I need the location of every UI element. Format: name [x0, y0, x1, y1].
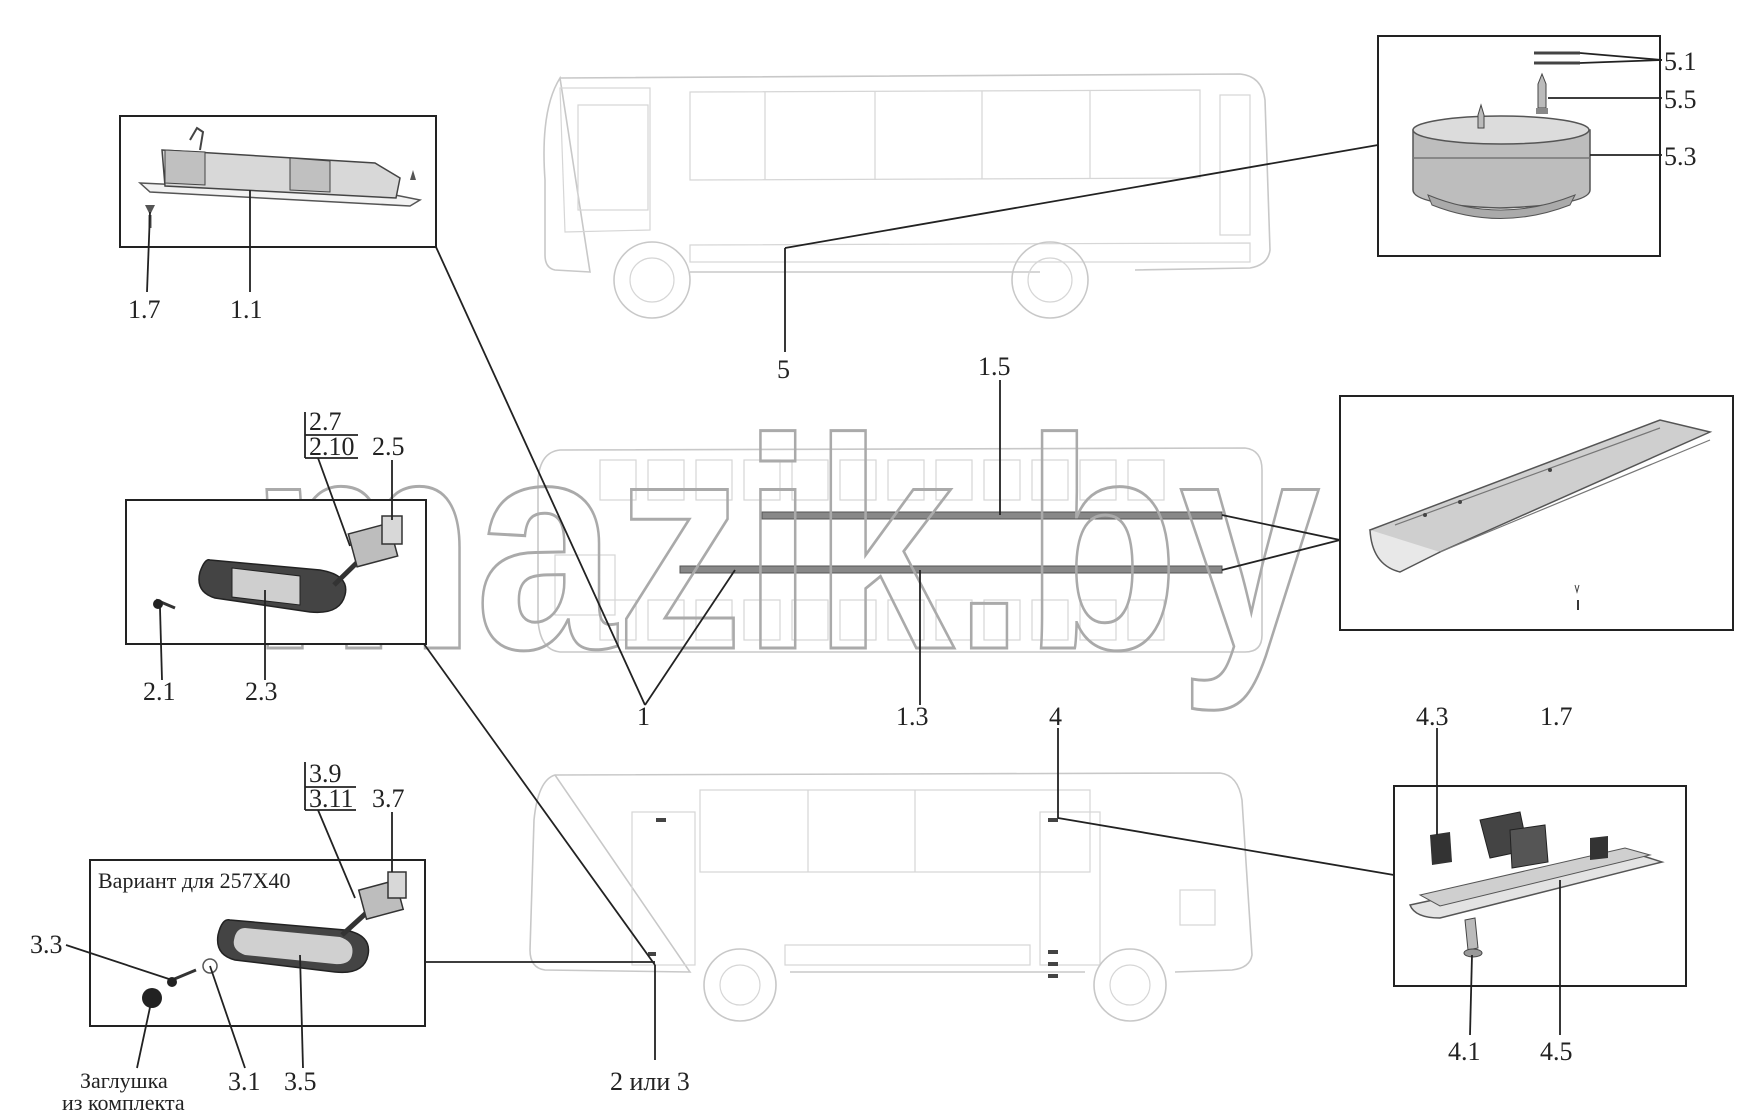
label-4-5: 4.5	[1540, 1037, 1573, 1066]
label-3-1: 3.1	[228, 1067, 261, 1096]
callout-labels: 1.7 1.1 5 5.1 5.5 5.3 1.5 1.3 1 4 1.7 2.…	[30, 47, 1697, 1115]
label-2-3: 2.3	[245, 677, 278, 706]
label-2-7: 2.7	[309, 407, 342, 436]
label-3-5: 3.5	[284, 1067, 317, 1096]
detail-box-3: Вариант для 257Х40	[89, 859, 426, 1027]
label-3-9: 3.9	[309, 759, 342, 788]
label-5-3: 5.3	[1664, 142, 1697, 171]
label-1-7-top: 1.7	[128, 295, 161, 324]
label-5: 5	[777, 355, 790, 384]
label-1-7-right: 1.7	[1540, 702, 1573, 731]
plug-note-line1: Заглушка	[80, 1068, 168, 1093]
label-4-3: 4.3	[1416, 702, 1449, 731]
label-3-3: 3.3	[30, 930, 63, 959]
label-2-5: 2.5	[372, 432, 405, 461]
label-4: 4	[1049, 702, 1062, 731]
label-3-7: 3.7	[372, 784, 405, 813]
variant-note: Вариант для 257Х40	[98, 868, 291, 893]
label-2-10: 2.10	[309, 432, 355, 461]
label-1-3: 1.3	[896, 702, 929, 731]
label-5-1: 5.1	[1664, 47, 1697, 76]
label-3-11: 3.11	[309, 784, 354, 813]
leader-lines	[65, 52, 1663, 1069]
label-2-1: 2.1	[143, 677, 176, 706]
detail-box-5	[1377, 35, 1661, 257]
detail-box-2	[125, 499, 427, 645]
label-1-5: 1.5	[978, 352, 1011, 381]
label-1-1: 1.1	[230, 295, 263, 324]
bus-side-view-top	[543, 73, 1271, 319]
label-2-or-3: 2 или 3	[610, 1067, 690, 1096]
label-1: 1	[637, 702, 650, 731]
label-4-1: 4.1	[1448, 1037, 1481, 1066]
detail-box-strip	[1339, 395, 1734, 631]
plug-note-line2: из комплекта	[62, 1090, 185, 1115]
watermark-text: mazik.by	[250, 376, 1322, 714]
label-5-5: 5.5	[1664, 85, 1697, 114]
detail-box-4	[1393, 785, 1687, 987]
bus-side-view-bottom	[529, 772, 1253, 1022]
detail-box-1-1	[119, 115, 437, 248]
